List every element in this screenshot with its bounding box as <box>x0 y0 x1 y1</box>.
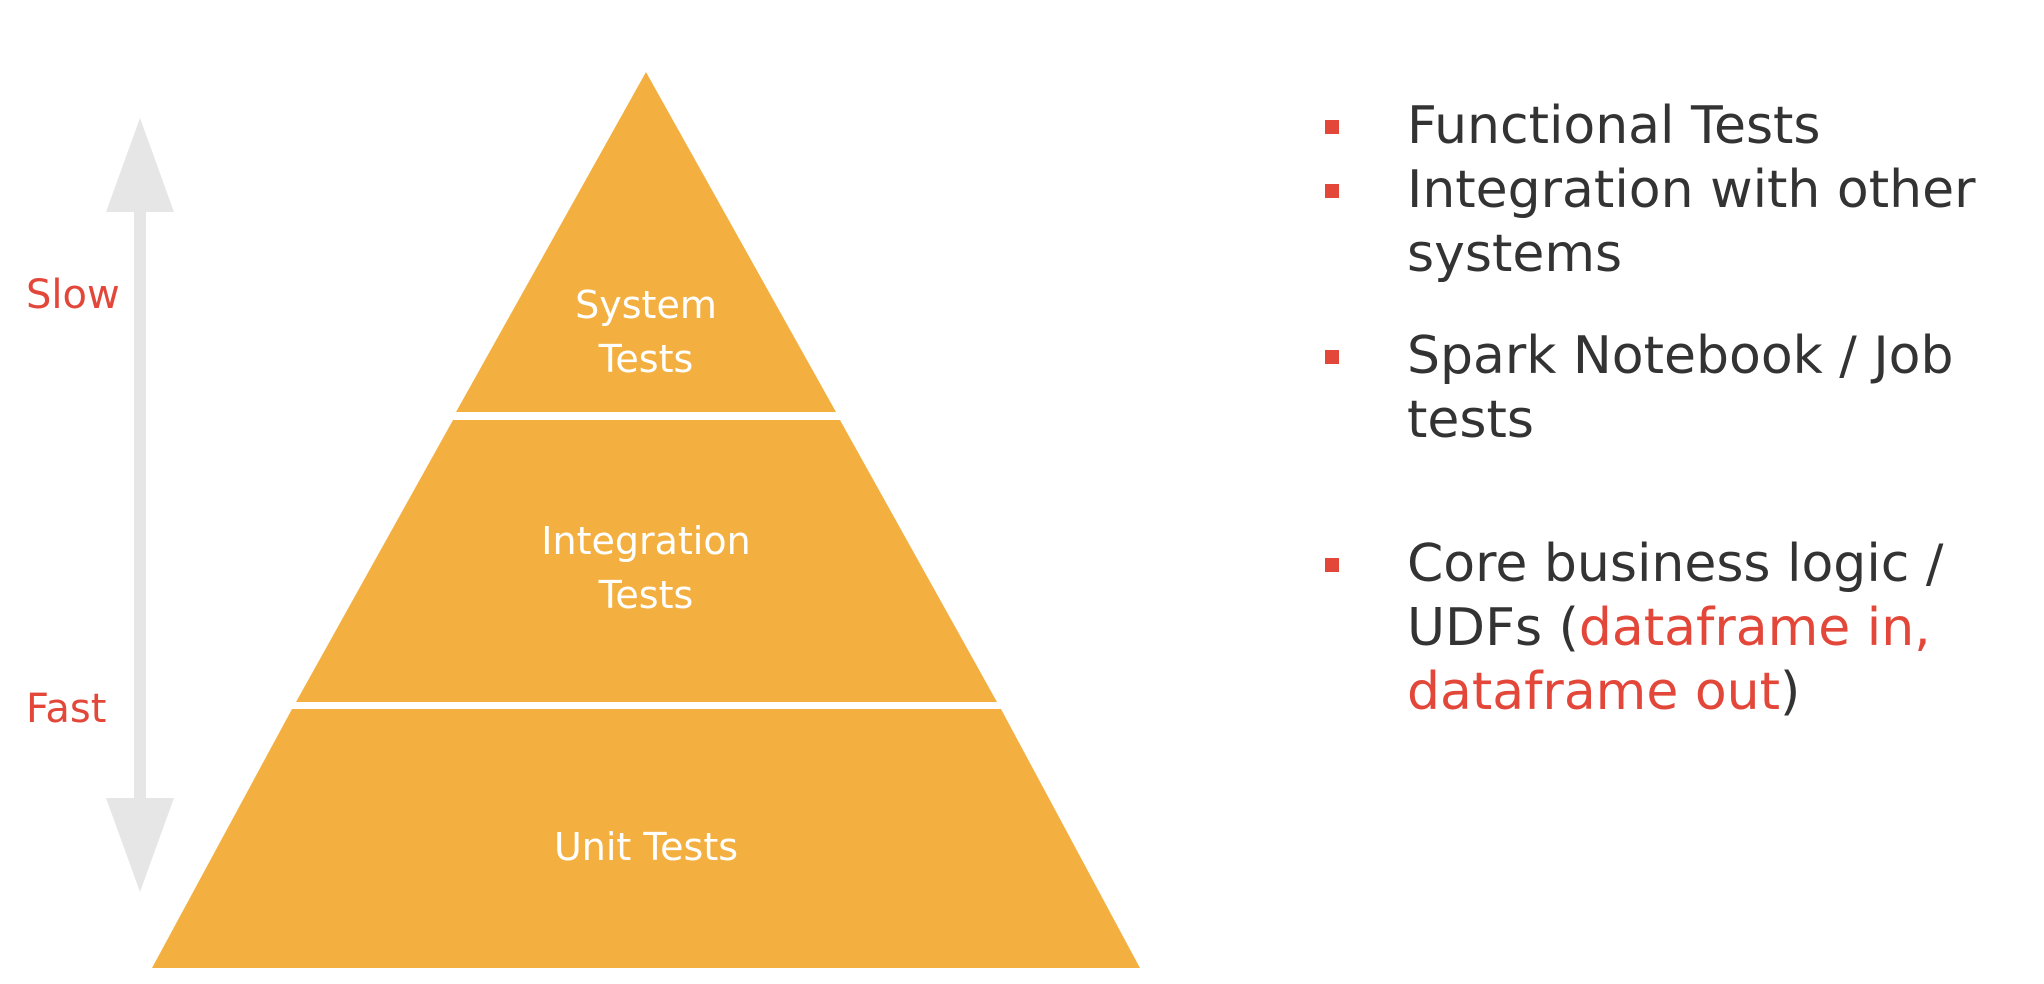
bullet-square-icon <box>1325 184 1339 198</box>
bullet-square-icon <box>1325 120 1339 134</box>
bullet-text: Spark Notebook / Job tests <box>1407 326 1954 450</box>
bullet-square-icon <box>1325 558 1339 572</box>
pyramid-layer-integration <box>296 420 997 702</box>
pyramid-layer-system <box>456 72 836 412</box>
integration-tests-label-line2: Tests <box>598 573 694 617</box>
bullet-text: Core business logic / UDFs (dataframe in… <box>1407 532 2027 724</box>
integration-tests-label-line1: Integration <box>541 519 750 563</box>
unit-tests-label: Unit Tests <box>554 825 738 869</box>
bullet-text: Functional Tests <box>1407 96 1821 156</box>
bullet-text-before: Core business logic / UDFs ( <box>1407 534 1944 658</box>
fast-label: Fast <box>26 686 106 732</box>
slow-label: Slow <box>26 272 120 318</box>
system-tests-label-line2: Tests <box>598 337 694 381</box>
speed-arrow-down-head <box>106 798 174 892</box>
bullet-text-accent: dataframe in, dataframe out <box>1407 598 1931 722</box>
bullet-text-after: ) <box>1780 662 1801 722</box>
speed-arrow <box>106 118 174 892</box>
bullet-square-icon <box>1325 350 1339 364</box>
speed-arrow-up-head <box>106 118 174 212</box>
pyramid-layer-unit <box>152 709 1140 968</box>
system-tests-label-line1: System <box>575 283 717 327</box>
speed-arrow-shaft <box>134 200 146 820</box>
bullet-text: Integration with other systems <box>1407 160 1976 284</box>
